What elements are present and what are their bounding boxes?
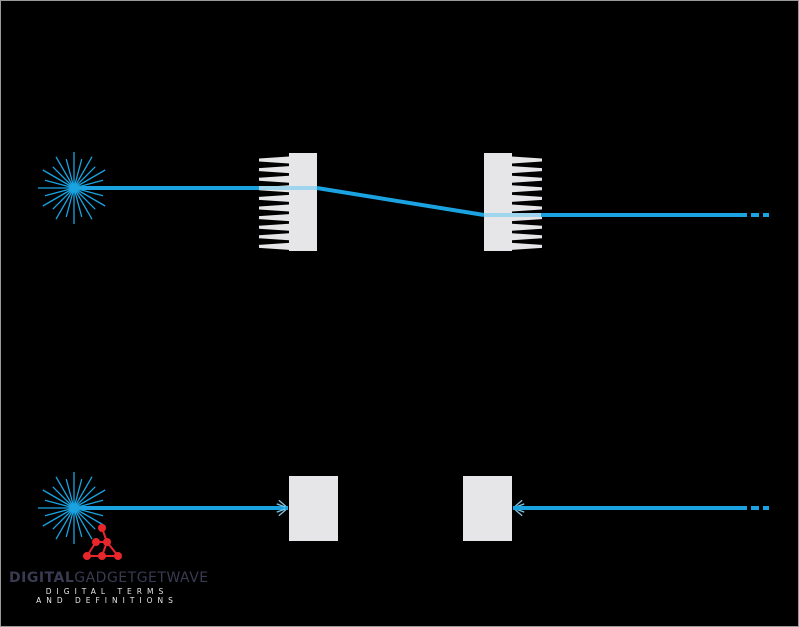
lens-block-1 bbox=[289, 153, 317, 251]
watermark-logo-link bbox=[86, 541, 97, 557]
watermark-logo-link bbox=[106, 541, 119, 557]
lens-fin bbox=[259, 156, 289, 164]
watermark-logo-link bbox=[101, 527, 108, 543]
lens-fin bbox=[512, 233, 542, 241]
lens-fin bbox=[512, 185, 542, 193]
block-1 bbox=[289, 476, 338, 541]
lens-fin bbox=[259, 223, 289, 231]
watermark-brand: DIGITALGADGETGETWAVE bbox=[9, 570, 209, 586]
lens-fin bbox=[259, 204, 289, 212]
block-2 bbox=[463, 476, 512, 541]
watermark-brand-light: GADGETGETWAVE bbox=[74, 570, 209, 586]
lens-fin bbox=[512, 242, 542, 250]
lens-fin bbox=[259, 233, 289, 241]
watermark-tagline: DIGITAL TERMS AND DEFINITIONS bbox=[36, 587, 178, 605]
lens-fin bbox=[259, 166, 289, 174]
starburst-icon bbox=[38, 472, 110, 544]
starburst-icon bbox=[38, 152, 110, 224]
scatter-icon bbox=[276, 499, 287, 517]
lens-fin bbox=[259, 194, 289, 202]
watermark-brand-bold: DIGITAL bbox=[9, 570, 75, 586]
lens-fin bbox=[512, 166, 542, 174]
lens-fin bbox=[259, 242, 289, 250]
lens-fin bbox=[259, 175, 289, 183]
lens-block-2 bbox=[484, 153, 512, 251]
lens-fin bbox=[259, 214, 289, 222]
watermark-logo-link bbox=[101, 541, 108, 557]
lens-fin bbox=[512, 175, 542, 183]
lens-fin bbox=[512, 194, 542, 202]
lens-fin bbox=[512, 223, 542, 231]
lens-fin bbox=[512, 204, 542, 212]
beam-top-deflected bbox=[316, 186, 485, 217]
lens-fin bbox=[512, 156, 542, 164]
